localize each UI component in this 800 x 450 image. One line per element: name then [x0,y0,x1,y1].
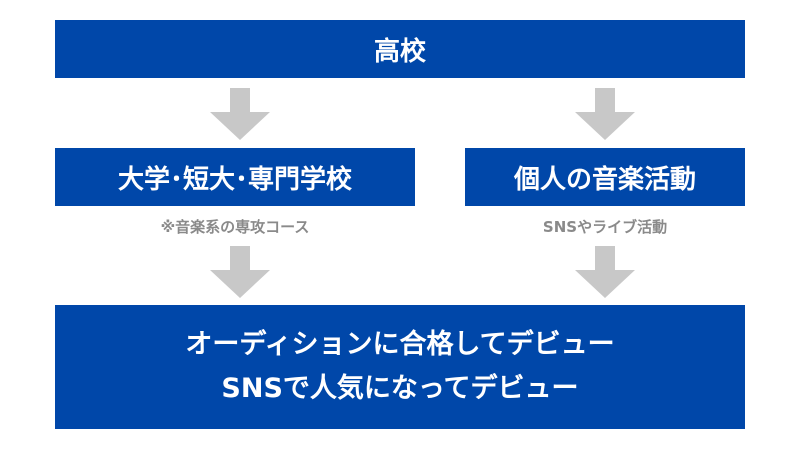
university-box: 大学･短大･専門学校 [55,148,415,206]
high-school-box: 高校 [55,20,745,78]
debut-sns-label: SNSで人気になってデビュー [221,373,579,404]
personal-activity-note: SNSやライブ活動 [542,218,668,236]
arrow-down-icon [210,246,270,298]
arrow-down-icon [575,246,635,298]
high-school-label: 高校 [373,36,426,67]
personal-activity-box: 個人の音楽活動 [465,148,745,206]
university-label: 大学･短大･専門学校 [117,164,352,195]
debut-box: オーディションに合格してデビュー SNSで人気になってデビュー [55,305,745,429]
debut-audition-label: オーディションに合格してデビュー [185,329,615,360]
arrow-down-icon [210,88,270,140]
university-note: ※音楽系の専攻コース [160,218,310,236]
personal-activity-label: 個人の音楽活動 [513,164,696,195]
arrow-down-icon [575,88,635,140]
